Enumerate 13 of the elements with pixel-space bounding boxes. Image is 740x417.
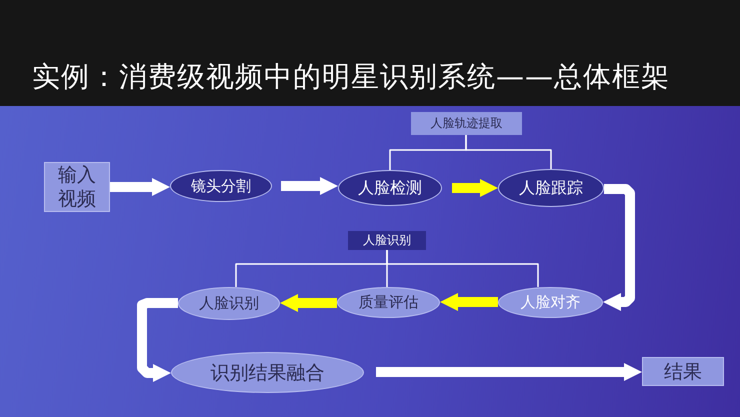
heading-box: 人脸轨迹提取 — [411, 112, 522, 135]
bracket-line — [386, 250, 539, 287]
arrow — [603, 184, 635, 311]
process-box: 输入视频 — [44, 162, 110, 212]
process-box: 结果 — [642, 357, 724, 386]
arrow — [452, 179, 498, 197]
bracket-line — [465, 135, 552, 169]
heading-box: 人脸识别 — [348, 231, 426, 250]
slide-title: 实例：消费级视频中的明星识别系统——总体框架 — [32, 59, 670, 95]
arrow — [280, 294, 337, 312]
arrow — [376, 363, 642, 381]
arrow — [110, 178, 170, 196]
arrow — [281, 177, 338, 195]
